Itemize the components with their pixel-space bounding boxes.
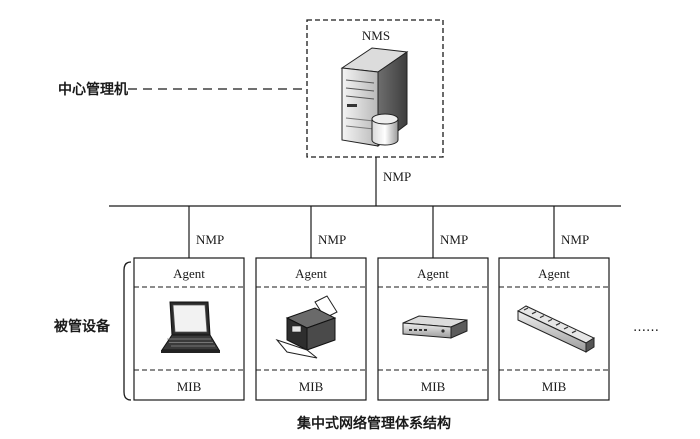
- device-nmp-label: NMP: [440, 232, 468, 247]
- agent-label: Agent: [173, 266, 205, 281]
- nms-dashed-box: [306, 19, 444, 158]
- more-devices-ellipsis: ……: [633, 320, 659, 335]
- switch-icon: [516, 305, 596, 353]
- laptop-icon: [161, 301, 220, 353]
- agent-label: Agent: [295, 266, 327, 281]
- device-nmp-label: NMP: [196, 232, 224, 247]
- router-icon: [402, 315, 468, 339]
- device-nmp-label: NMP: [318, 232, 346, 247]
- database-icon: [371, 113, 399, 146]
- device-nmp-label: NMP: [561, 232, 589, 247]
- mib-label: MIB: [542, 379, 567, 394]
- central-manager-label: 中心管理机: [58, 81, 128, 98]
- figure-caption: 集中式网络管理体系结构: [296, 415, 451, 432]
- mib-label: MIB: [177, 379, 202, 394]
- mib-label: MIB: [421, 379, 446, 394]
- managed-bracket: [123, 261, 132, 401]
- central-manager: NMS 中心管理机 NMP: [58, 19, 444, 206]
- nms-label: NMS: [362, 28, 390, 43]
- managed-devices-label: 被管设备: [54, 318, 111, 335]
- mib-label: MIB: [299, 379, 324, 394]
- nms-nmp-label: NMP: [383, 169, 411, 184]
- server-icon: [340, 47, 409, 148]
- agent-label: Agent: [538, 266, 570, 281]
- printer-icon: [275, 295, 338, 359]
- agent-label: Agent: [417, 266, 449, 281]
